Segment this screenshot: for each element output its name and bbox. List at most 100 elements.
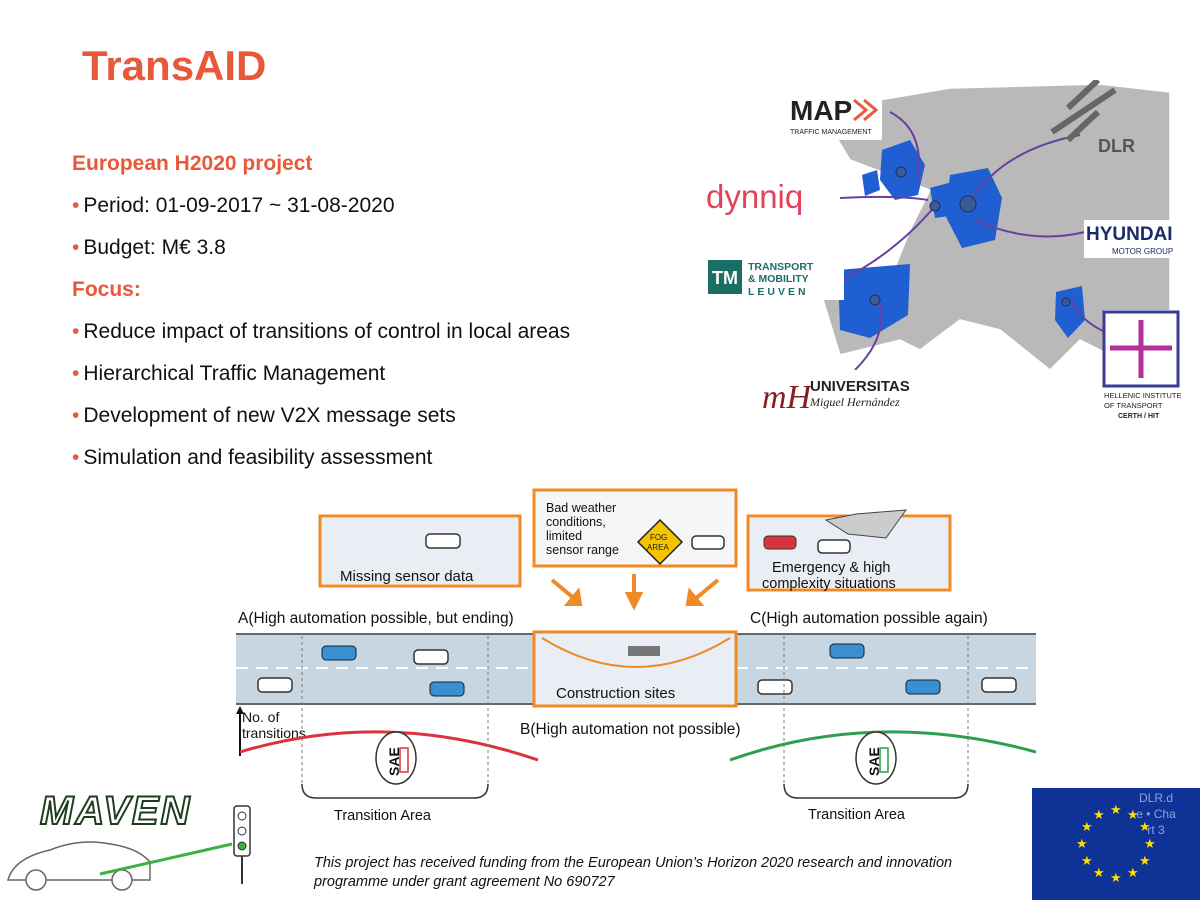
logo-plate xyxy=(1104,310,1200,428)
blue-car-icon xyxy=(429,681,465,697)
star-icon: ★ xyxy=(1081,820,1093,835)
weather-line: limited xyxy=(546,529,582,543)
slide-title: TransAID xyxy=(82,42,267,89)
map-logo-subtitle: TRAFFIC MANAGEMENT xyxy=(790,129,872,136)
blue-car-icon xyxy=(829,643,865,659)
maven-logo: MAVEN xyxy=(0,780,270,900)
project-description: European H2020 project •Period: 01-09-20… xyxy=(72,148,672,484)
logo-plate xyxy=(1084,220,1200,258)
focus-heading: Focus: xyxy=(72,278,141,301)
dlr-logo: DLR xyxy=(1050,77,1135,156)
funding-acknowledgement: This project has received funding from t… xyxy=(314,855,953,890)
eu-flag: ★ ★ ★ ★ ★ ★ ★ ★ ★ ★ ★ ★ DLR.de • Chart 3 xyxy=(1032,788,1200,900)
bullet-dot-icon: • xyxy=(72,404,80,427)
car-icon xyxy=(981,677,1017,693)
hit-line-3: CERTH / HIT xyxy=(1118,413,1160,420)
box-frame xyxy=(532,630,738,708)
sae-level-icon xyxy=(399,747,409,773)
sae-badge-text: SAE xyxy=(866,747,882,776)
weather-line: Bad weather xyxy=(546,501,616,515)
blue-car-icon xyxy=(321,645,357,661)
transition-area-label: Transition Area xyxy=(334,808,432,824)
box-label: Missing sensor data xyxy=(340,568,474,585)
map-logo-text: MAP xyxy=(790,95,852,126)
partner-location-dots xyxy=(869,166,1071,307)
country-greece xyxy=(1055,286,1085,338)
road-strip xyxy=(320,518,520,584)
focus-bullet: •Hierarchical Traffic Management xyxy=(72,362,386,385)
maven-graphic: MAVEN xyxy=(7,788,251,891)
cone-curve xyxy=(541,637,731,668)
link-hyundai xyxy=(974,219,1086,238)
hyundai-logo: HYUNDAI MOTOR GROUP xyxy=(1084,220,1200,258)
partner-links xyxy=(839,111,1106,371)
transition-area-label: Transition Area xyxy=(808,807,906,823)
box-bad-weather: Bad weather conditions, limited sensor r… xyxy=(532,488,738,568)
sae-level-icon xyxy=(879,747,889,773)
construction-label: Construction sites xyxy=(556,685,675,702)
umh-line-1: UNIVERSITAS xyxy=(810,378,910,395)
fog-sign-line: FOG xyxy=(650,533,667,542)
car-icon xyxy=(691,535,725,550)
label-a: A(High automation possible, but ending) xyxy=(238,610,514,627)
transition-brace-right xyxy=(783,783,969,799)
sae-badge-frame xyxy=(375,731,417,785)
focus-bullet: •Development of new V2X message sets xyxy=(72,404,456,427)
hyundai-logo-text: HYUNDAI xyxy=(1086,224,1173,245)
logo-plate xyxy=(702,178,838,216)
bullet-dot-icon: • xyxy=(72,194,80,217)
location-dot xyxy=(1061,297,1071,307)
transitions-graph: No. of transitions SAE SAE Transition Ar… xyxy=(236,636,1037,824)
tml-line-1: TRANSPORT xyxy=(748,261,814,273)
transition-scenario-diagram: Missing sensor data Bad weather conditio… xyxy=(236,486,1037,830)
red-transition-curve xyxy=(239,730,539,762)
hit-arrows-icon xyxy=(1110,320,1172,378)
map-arrows-icon xyxy=(853,98,879,122)
partner-map: MAP TRAFFIC MANAGEMENT DLR dynniq HYUNDA… xyxy=(700,77,1200,430)
fog-sign-line: AREA xyxy=(647,543,669,552)
star-icon: ★ xyxy=(1110,803,1122,818)
link-map xyxy=(889,111,921,181)
arrow-right-icon xyxy=(692,578,720,602)
tml-emblem-letters: TM xyxy=(712,268,738,288)
link-umh xyxy=(854,299,882,371)
star-icon: ★ xyxy=(1127,808,1139,823)
star-icon: ★ xyxy=(1076,837,1088,852)
tml-emblem-icon xyxy=(708,260,742,294)
label-c: C(High automation possible again) xyxy=(750,610,988,627)
traffic-light-lamp xyxy=(237,811,247,821)
label-b: B(High automation not possible) xyxy=(520,721,741,738)
truck-icon xyxy=(824,509,908,539)
arrow-head xyxy=(685,587,705,606)
link-dlr xyxy=(967,134,1081,206)
star-icon: ★ xyxy=(1093,866,1105,881)
hit-emblem-icon xyxy=(1102,310,1180,388)
dynniq-logo-text: dynniq xyxy=(706,178,803,215)
star-icon: ★ xyxy=(1127,866,1139,881)
umh-logo: mH UNIVERSITAS Miguel Hernández xyxy=(758,370,928,416)
car-icon xyxy=(425,533,461,549)
tml-line-3: LEUVEN xyxy=(748,286,809,298)
box-emergency: Emergency & high complexity situations xyxy=(746,509,952,592)
box-frame xyxy=(318,514,522,588)
tml-line-2: & MOBILITY xyxy=(748,273,809,285)
europe-map-graphic: MAP TRAFFIC MANAGEMENT DLR dynniq HYUNDA… xyxy=(702,77,1200,428)
axis-label: transitions xyxy=(242,725,306,741)
star-icon: ★ xyxy=(1139,854,1151,869)
hyundai-logo-subtitle: MOTOR GROUP xyxy=(1112,247,1173,256)
weather-line: sensor range xyxy=(546,543,619,557)
hit-logo: HELLENIC INSTITUTE OF TRANSPORT CERTH / … xyxy=(1102,310,1200,428)
project-heading: European H2020 project xyxy=(72,152,313,175)
bullet-dot-icon: • xyxy=(72,236,80,259)
convergence-arrows xyxy=(550,574,720,611)
slide-footer-note: DLR.de • Chart 3 xyxy=(1136,791,1176,837)
scenario-graphic: Missing sensor data Bad weather conditio… xyxy=(236,488,1037,824)
sae-badge-left: SAE xyxy=(375,731,417,785)
logo-plate xyxy=(784,88,882,140)
transition-brace-left xyxy=(301,783,489,799)
traffic-light-lamp xyxy=(237,841,247,851)
sae-badge-frame xyxy=(855,731,897,785)
box-frame xyxy=(532,488,738,568)
project-bullet-budget: •Budget: M€ 3.8 xyxy=(72,236,226,259)
tml-logo: TM TRANSPORT & MOBILITY LEUVEN xyxy=(706,256,844,300)
